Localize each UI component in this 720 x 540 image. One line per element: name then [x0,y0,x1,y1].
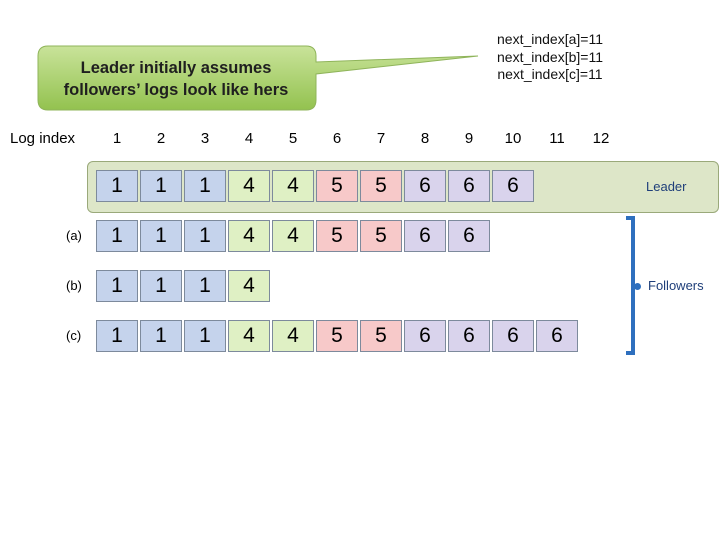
next-index-b: next_index[b]=11 [497,48,603,65]
log-index-number: 3 [200,130,210,147]
log-entry: 1 [184,320,226,352]
log-entry: 4 [272,170,314,202]
log-entry: 1 [96,320,138,352]
log-entry: 1 [184,220,226,252]
log-entry: 4 [228,270,270,302]
log-entry: 4 [228,220,270,252]
followers-pointer-dot [634,283,641,290]
next-index-list: next_index[a]=11 next_index[b]=11 next_i… [440,31,660,84]
log-index-number: 8 [420,130,430,147]
log-entry: 1 [140,270,182,302]
callout-line-2: followers’ logs look like hers [63,81,289,99]
follower-row-label: (c) [66,328,82,343]
log-entry: 6 [404,170,446,202]
log-entry: 1 [184,170,226,202]
log-entry: 6 [404,320,446,352]
log-index-number: 1 [112,130,122,147]
log-entry: 4 [228,320,270,352]
log-entry: 6 [448,320,490,352]
log-entry: 5 [316,170,358,202]
log-index-number: 9 [464,130,474,147]
log-entry: 1 [96,220,138,252]
log-index-number: 2 [156,130,166,147]
log-entry: 4 [272,320,314,352]
log-entry: 6 [492,320,534,352]
log-entry: 5 [316,320,358,352]
next-index-a: next_index[a]=11 [497,31,603,47]
leader-label: Leader [646,179,687,194]
log-entry: 1 [140,320,182,352]
log-entry: 6 [448,220,490,252]
log-entry: 5 [316,220,358,252]
log-entry: 4 [272,220,314,252]
log-index-label: Log index [10,130,76,147]
callout-text: Leader initially assumes followers’ logs… [36,57,316,101]
log-entry: 1 [96,270,138,302]
follower-row-label: (a) [66,228,82,243]
log-index-number: 10 [504,130,522,147]
log-entry: 1 [184,270,226,302]
followers-label: Followers [648,278,704,293]
log-index-number: 6 [332,130,342,147]
log-entry: 5 [360,170,402,202]
log-entry: 1 [140,220,182,252]
log-entry: 1 [96,170,138,202]
log-entry: 6 [536,320,578,352]
callout-bubble [37,45,479,111]
log-index-number: 12 [592,130,610,147]
log-entry: 5 [360,320,402,352]
log-entry: 6 [404,220,446,252]
followers-bracket [626,216,635,355]
log-entry: 5 [360,220,402,252]
log-index-number: 7 [376,130,386,147]
log-index-number: 11 [549,130,565,147]
log-entry: 1 [140,170,182,202]
next-index-c: next_index[c]=11 [497,66,603,82]
callout-line-1: Leader initially assumes [80,59,272,77]
log-index-number: 5 [288,130,298,147]
log-entry: 6 [492,170,534,202]
log-entry: 6 [448,170,490,202]
log-index-number: 4 [244,130,254,147]
log-entry: 4 [228,170,270,202]
follower-row-label: (b) [66,278,82,293]
